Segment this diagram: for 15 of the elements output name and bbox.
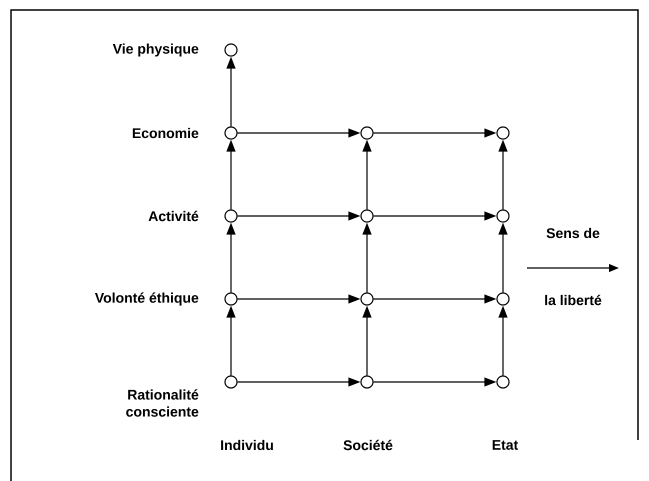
circle-node xyxy=(496,126,510,140)
circle-node xyxy=(360,292,374,306)
circle-node xyxy=(224,43,238,57)
circle-node xyxy=(360,126,374,140)
circle-node xyxy=(496,209,510,223)
circle-node xyxy=(224,126,238,140)
circle-node xyxy=(224,292,238,306)
circle-node xyxy=(496,292,510,306)
circle-node xyxy=(224,209,238,223)
circle-node xyxy=(360,375,374,389)
circle-node xyxy=(224,375,238,389)
circle-node xyxy=(360,209,374,223)
column-label: Individu xyxy=(221,440,273,450)
circle-node xyxy=(496,375,510,389)
direction-label: Sens de xyxy=(546,228,600,238)
